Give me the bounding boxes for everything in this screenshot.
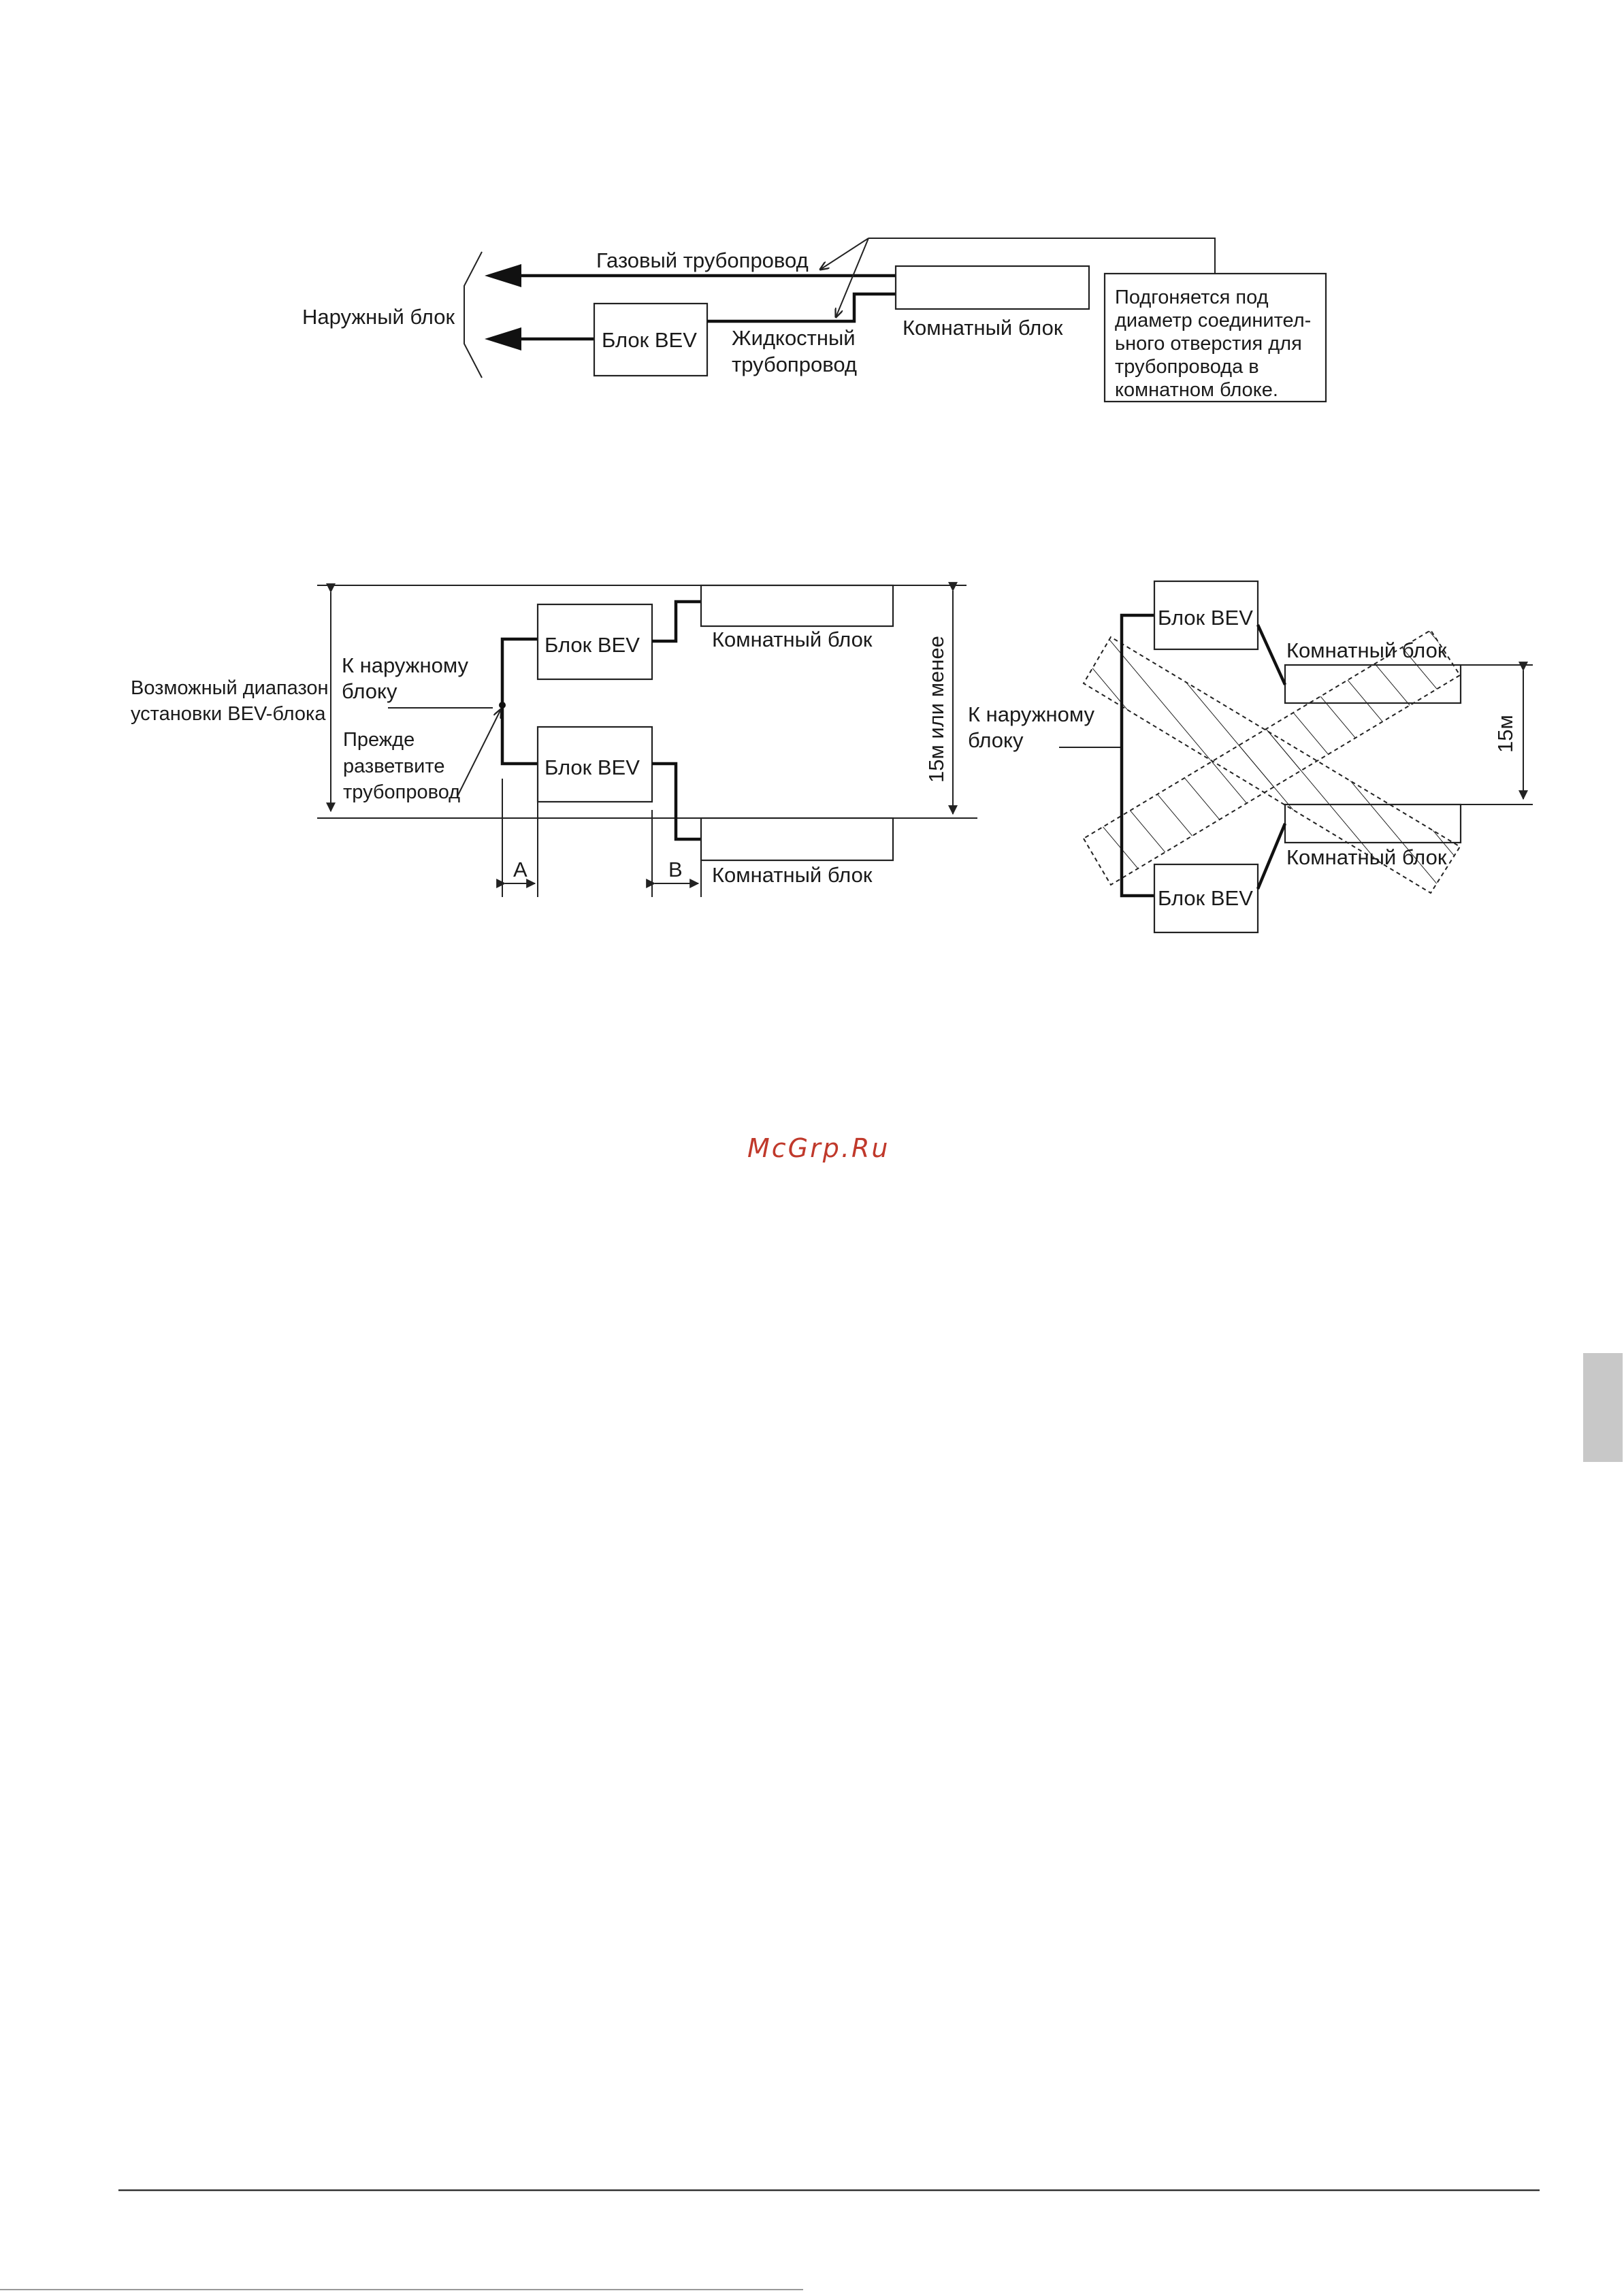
diagram-cross-layout: К наружному блоку Блок BEV Блок BEV Комн… <box>968 580 1533 934</box>
pipe-to-indoor-bottom <box>652 762 701 841</box>
branch-note-1: Прежде <box>343 729 415 751</box>
note-arrow-gas <box>820 238 869 270</box>
to-outdoor-label-1: К наружному <box>342 653 469 677</box>
riser-pipe <box>1120 613 1154 898</box>
gas-arrowhead <box>485 264 521 287</box>
note-line-1: Подгоняется под <box>1115 287 1269 308</box>
outdoor-unit-label: Наружный блок <box>302 305 455 329</box>
to-outdoor-right-2: блоку <box>968 728 1024 752</box>
bev-unit-label: Блок BEV <box>602 328 697 352</box>
indoor-unit-top-label: Комнатный блок <box>712 628 873 651</box>
indoor-right-bottom-box <box>1284 803 1462 844</box>
bev-unit-bottom-box <box>536 726 653 803</box>
branch-point <box>499 702 506 709</box>
bev-right-bottom-box <box>1153 863 1259 934</box>
bev-unit-bottom-label: Блок BEV <box>545 755 640 779</box>
to-outdoor-right-1: К наружному <box>968 702 1095 726</box>
indoor-unit-bottom-label: Комнатный блок <box>712 863 873 887</box>
bev-unit-top-label: Блок BEV <box>545 633 640 657</box>
note-line-5: комнатном блоке. <box>1115 379 1278 401</box>
liquid-arrowhead <box>485 327 521 351</box>
bev-unit-box <box>593 302 709 377</box>
note-arrow-liquid <box>836 238 869 317</box>
branch-pipe <box>500 637 542 766</box>
section-tab-marker <box>1583 1353 1623 1462</box>
dim-b-label: B <box>668 858 683 881</box>
liquid-pipe-indoor <box>707 292 896 323</box>
diagram-installation-range: Возможный диапазон установки BEV-блока К… <box>131 582 977 897</box>
indoor-unit-label: Комнатный блок <box>903 316 1063 340</box>
pipe-right-bottom <box>1256 823 1287 890</box>
hatched-band-b <box>1082 629 1461 886</box>
bev-right-top-label: Блок BEV <box>1158 606 1253 630</box>
outdoor-bracket <box>464 251 483 378</box>
branch-note-3: трубопровод <box>343 781 460 803</box>
note-line-3: ьного отверстия для <box>1115 333 1302 355</box>
indoor-right-top-label: Комнатный блок <box>1286 638 1447 662</box>
bev-unit-top-box <box>536 603 653 681</box>
to-outdoor-label-2: блоку <box>342 679 397 703</box>
bev-right-top-box <box>1153 580 1259 651</box>
indoor-right-bottom-label: Комнатный блок <box>1286 845 1447 869</box>
note-line-4: трубопровода в <box>1115 356 1259 378</box>
pipe-right-top <box>1256 624 1287 685</box>
range-label-1: Возможный диапазон <box>131 677 329 699</box>
dim-15m-label: 15м <box>1493 715 1517 753</box>
indoor-unit-bottom-box <box>700 817 894 862</box>
branch-leader <box>457 709 501 797</box>
liquid-pipe-label-1: Жидкостный <box>732 326 856 350</box>
bev-right-bottom-label: Блок BEV <box>1158 886 1253 910</box>
watermark: McGrp.Ru <box>747 1133 890 1163</box>
note-line-2: диаметр соединител- <box>1115 310 1311 331</box>
indoor-right-top-box <box>1284 664 1462 704</box>
gas-pipe-label: Газовый трубопровод <box>596 248 809 272</box>
range-label-2: установки BEV-блока <box>131 703 326 725</box>
height-label: 15м или менее <box>924 636 948 783</box>
indoor-unit-box <box>894 265 1090 310</box>
pipe-to-indoor-top <box>652 600 701 643</box>
note-leader <box>868 238 1216 274</box>
liquid-pipe-label-2: трубопровод <box>732 353 857 376</box>
note-box <box>1103 272 1327 403</box>
diagram-pipe-sizing: Наружный блок Газовый трубопровод Блок B… <box>302 238 1327 403</box>
branch-note-2: разветвите <box>343 755 444 777</box>
indoor-unit-top-box <box>700 584 894 628</box>
dim-a-label: A <box>513 858 527 881</box>
